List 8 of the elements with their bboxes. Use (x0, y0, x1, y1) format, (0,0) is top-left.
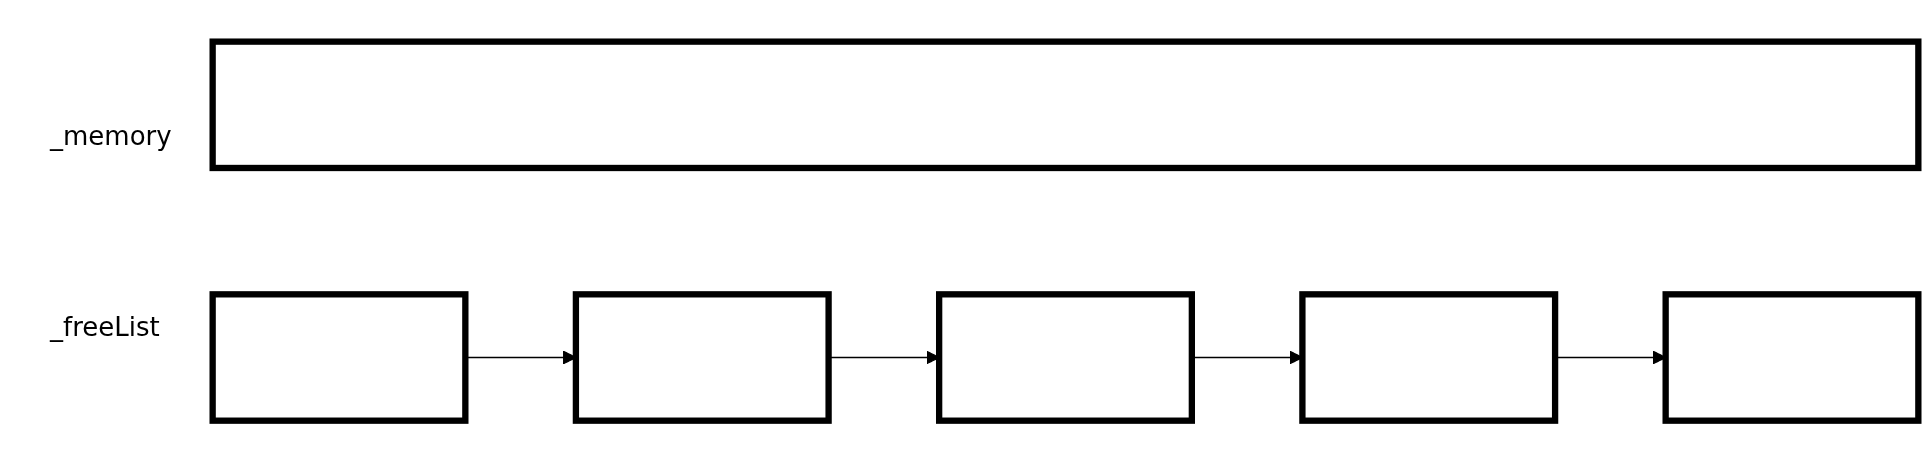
memory-block (1662, 291, 1922, 425)
memory-block (936, 291, 1195, 425)
row-label: _freeList (48, 312, 161, 343)
memory-block (209, 291, 469, 425)
memory-block (209, 38, 1922, 172)
row-label: _memory (48, 120, 173, 151)
memory-block (1299, 291, 1559, 425)
memory-block (572, 291, 832, 425)
